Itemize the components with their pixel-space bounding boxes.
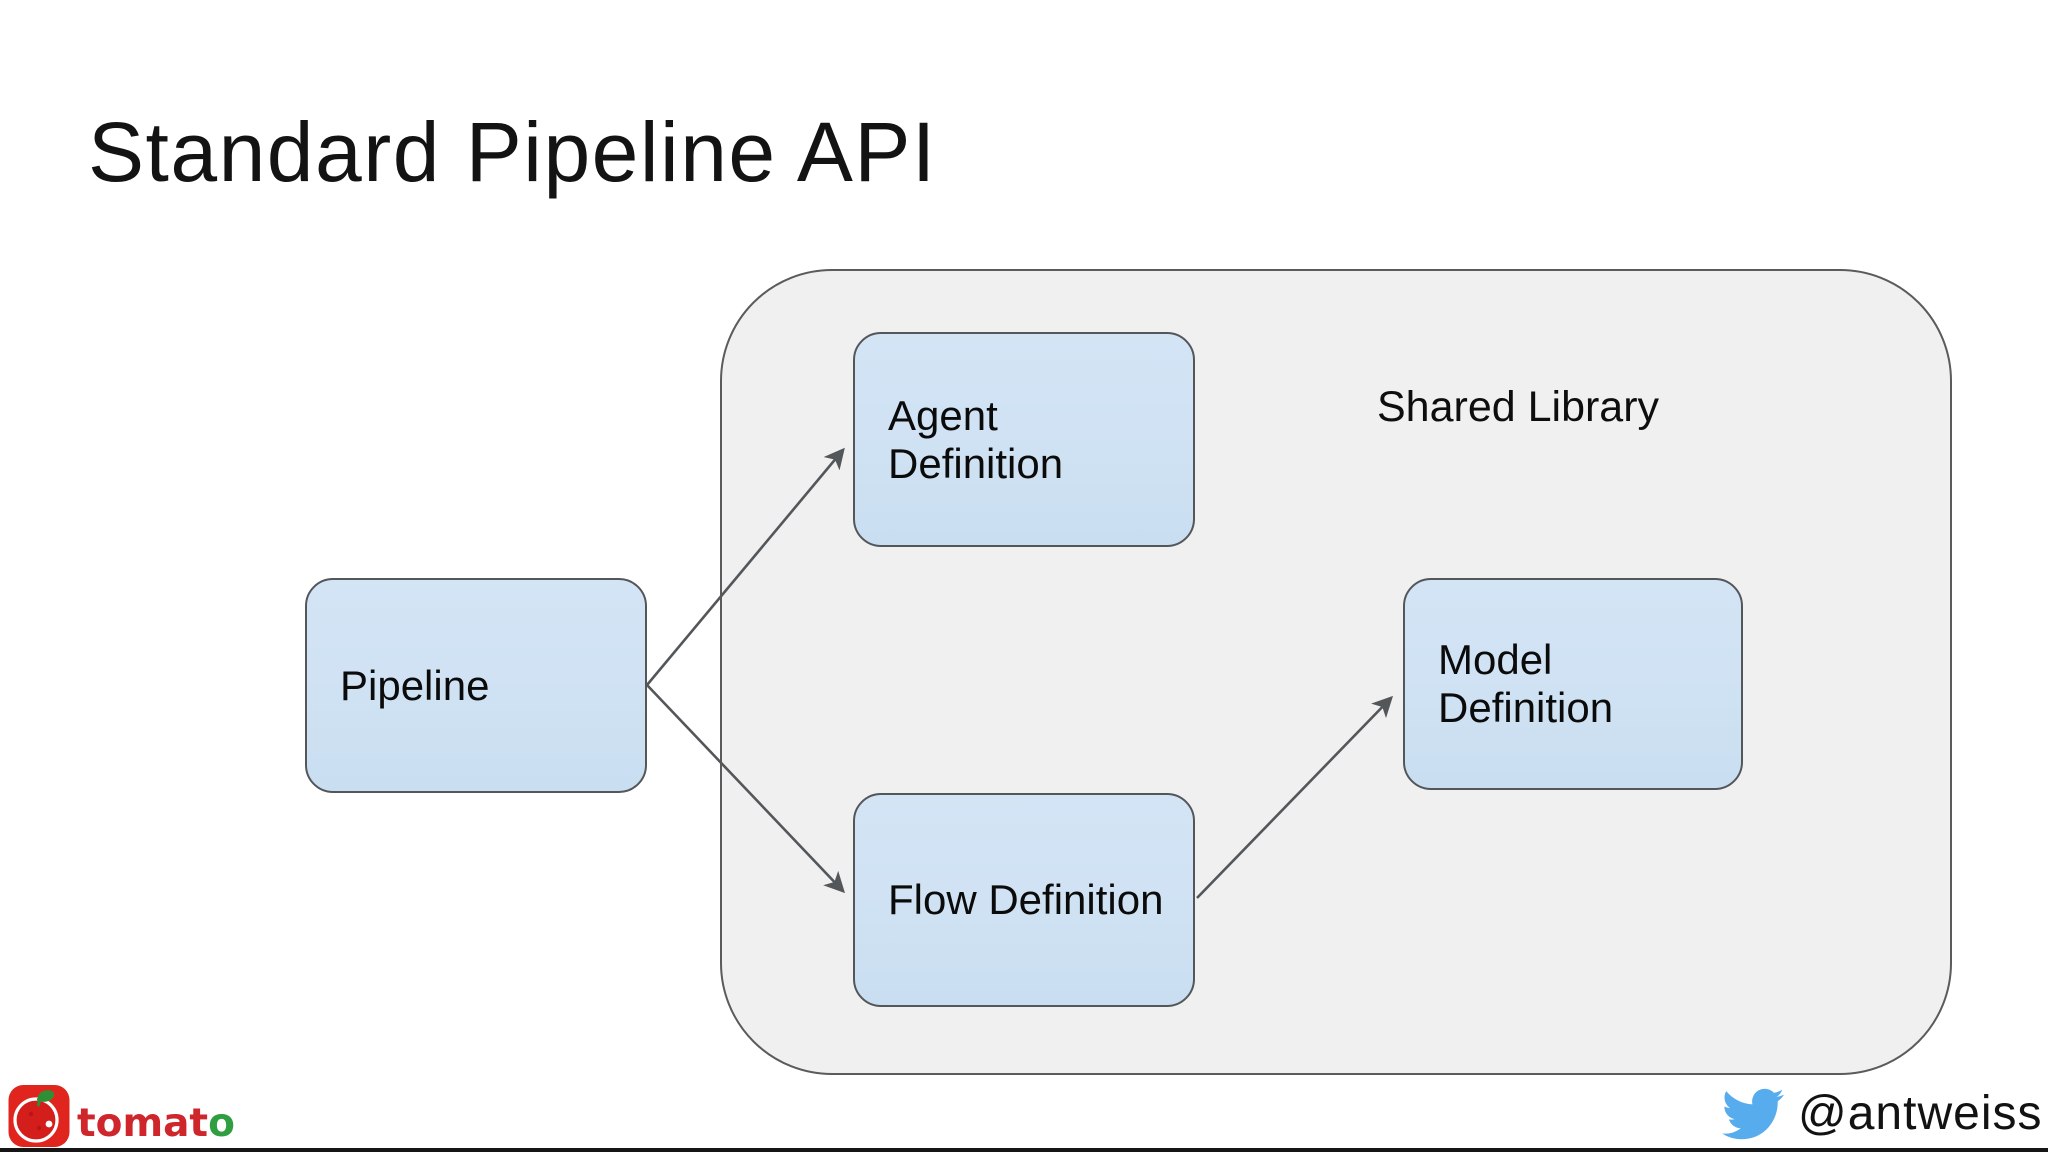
node-pipeline: Pipeline bbox=[305, 578, 647, 793]
node-label: Definition bbox=[1438, 684, 1614, 731]
tomato-wordmark: tomato bbox=[77, 1104, 235, 1143]
brand-letter: t bbox=[77, 1100, 96, 1146]
brand-letter: m bbox=[122, 1100, 164, 1146]
node-label: Agent bbox=[888, 391, 998, 439]
bottom-edge-bar bbox=[0, 1148, 2048, 1152]
twitter-bird-icon bbox=[1722, 1088, 1784, 1139]
shared-library-label: Shared Library bbox=[1377, 383, 1660, 431]
node-label: Pipeline bbox=[340, 661, 490, 709]
node-label: Model bbox=[1438, 636, 1553, 683]
twitter-handle: @antweiss bbox=[1798, 1087, 2043, 1140]
brand-letter: o bbox=[208, 1100, 235, 1146]
tomato-brand-logo: tomato bbox=[8, 1084, 235, 1148]
node-agent-definition: Agent Definition bbox=[853, 332, 1195, 547]
brand-letter: o bbox=[95, 1100, 123, 1146]
twitter-attribution: @antweiss bbox=[1722, 1086, 2042, 1141]
node-flow-definition: Flow Definition bbox=[853, 793, 1195, 1007]
page-title: Standard Pipeline API bbox=[88, 105, 937, 199]
brand-letter: t bbox=[189, 1100, 209, 1146]
tomato-icon bbox=[8, 1085, 70, 1147]
node-label: Flow Definition bbox=[888, 876, 1164, 923]
brand-letter: a bbox=[163, 1100, 190, 1146]
node-label: Definition bbox=[888, 439, 1064, 487]
node-model-definition: Model Definition bbox=[1403, 578, 1743, 790]
